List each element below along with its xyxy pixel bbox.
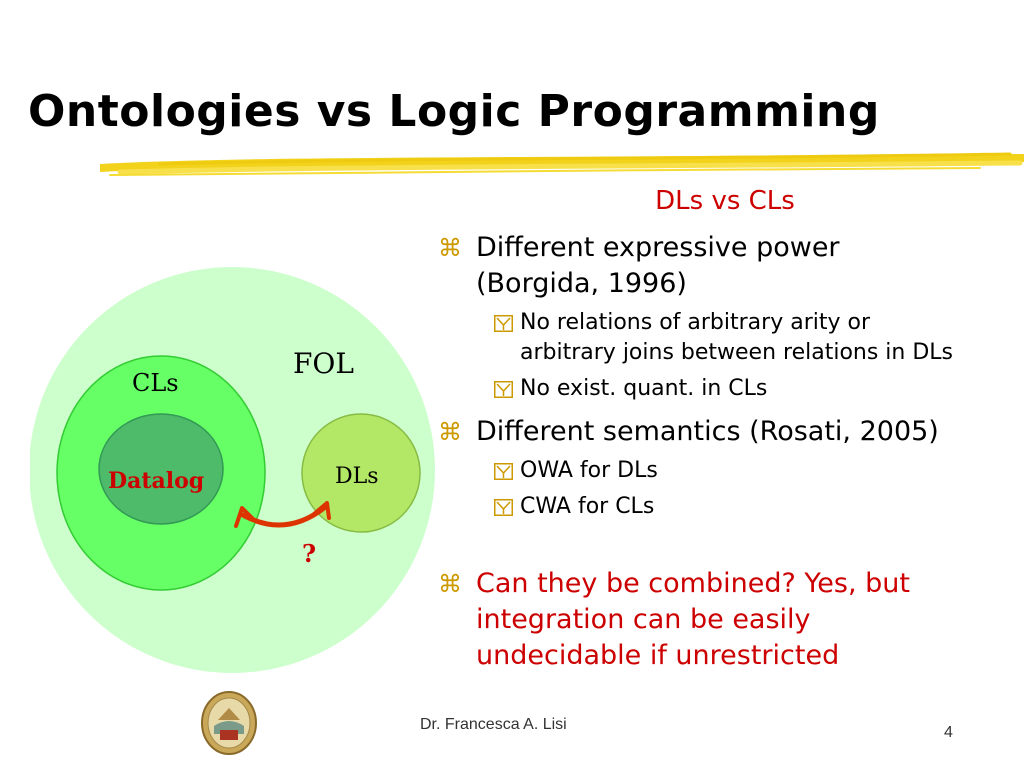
bullet-text-line: Different semantics (Rosati, 2005) bbox=[476, 416, 939, 447]
sub-bullet-item: CWA for CLs bbox=[438, 492, 1023, 522]
sub-bullet-item: OWA for DLs bbox=[438, 456, 1023, 486]
dls-label: DLs bbox=[335, 464, 379, 489]
cls-label: CLs bbox=[132, 369, 179, 397]
checkbox-y-icon bbox=[494, 463, 513, 480]
bullet-text-line: (Borgida, 1996) bbox=[476, 268, 687, 299]
sub-bullet-text-line: OWA for DLs bbox=[520, 458, 658, 483]
bullet-item: ⌘ Different semantics (Rosati, 2005) bbox=[438, 414, 1023, 450]
command-key-icon: ⌘ bbox=[438, 570, 462, 598]
checkbox-y-icon bbox=[494, 499, 513, 516]
page-number: 4 bbox=[944, 724, 953, 741]
bullet-item: ⌘ Different expressive power (Borgida, 1… bbox=[438, 230, 1023, 302]
university-seal-logo bbox=[201, 691, 257, 755]
sub-bullet-text-line: No relations of arbitrary arity or bbox=[520, 310, 870, 335]
slide-subtitle: DLs vs CLs bbox=[655, 186, 795, 216]
bullet-text-line: undecidable if unrestricted bbox=[476, 640, 840, 671]
dls-circle bbox=[301, 413, 421, 533]
fol-label: FOL bbox=[293, 347, 354, 380]
datalog-label: Datalog bbox=[108, 468, 204, 494]
slide-title: Ontologies vs Logic Programming bbox=[28, 86, 880, 137]
bullet-item: ⌘ Can they be combined? Yes, but integra… bbox=[438, 566, 1023, 674]
checkbox-y-icon bbox=[494, 315, 513, 332]
bullet-text-line: Different expressive power bbox=[476, 232, 840, 263]
checkbox-y-icon bbox=[494, 381, 513, 398]
command-key-icon: ⌘ bbox=[438, 234, 462, 262]
bullet-list: ⌘ Different expressive power (Borgida, 1… bbox=[438, 230, 1023, 674]
footer-author: Dr. Francesca A. Lisi bbox=[420, 716, 567, 733]
title-underline bbox=[100, 152, 1024, 176]
question-label: ? bbox=[302, 539, 316, 568]
bullet-text-line: Can they be combined? Yes, but bbox=[476, 568, 910, 599]
arrow-head-left-icon bbox=[234, 506, 256, 528]
logic-diagram: FOL CLs Datalog DLs ? bbox=[30, 267, 435, 673]
arrow-head-right-icon bbox=[312, 501, 331, 520]
sub-bullet-text-line: CWA for CLs bbox=[520, 494, 655, 519]
sub-bullet-text-line: arbitrary joins between relations in DLs bbox=[520, 340, 954, 365]
sub-bullet-item: No relations of arbitrary arity or arbit… bbox=[438, 308, 1023, 368]
sub-bullet-item: No exist. quant. in CLs bbox=[438, 374, 1023, 404]
command-key-icon: ⌘ bbox=[438, 418, 462, 446]
sub-bullet-text-line: No exist. quant. in CLs bbox=[520, 376, 768, 401]
datalog-circle bbox=[98, 413, 224, 525]
bullet-text-line: integration can be easily bbox=[476, 604, 811, 635]
